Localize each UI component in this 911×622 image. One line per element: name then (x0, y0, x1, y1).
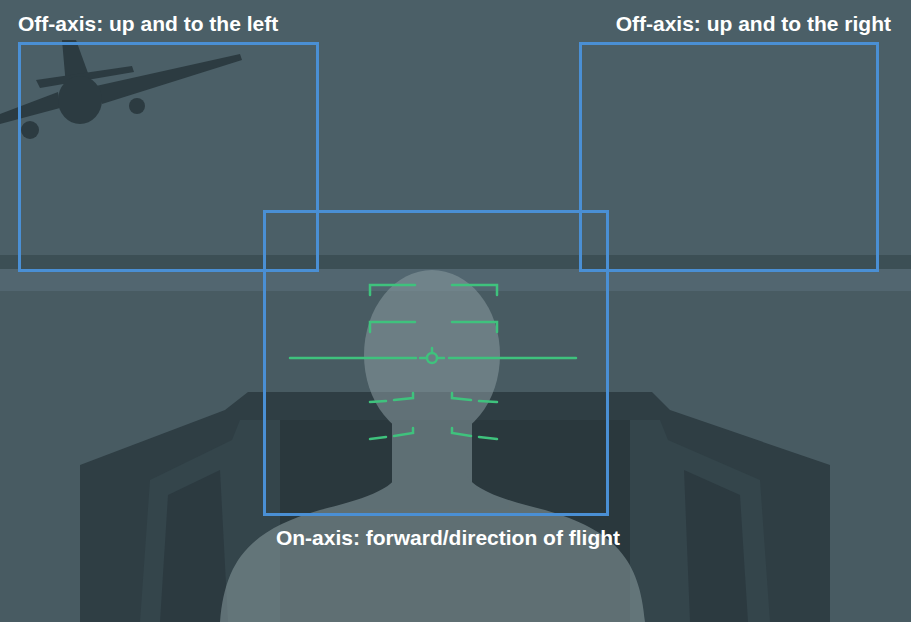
region-label: Off-axis: up and to the left (18, 12, 278, 36)
region-label: Off-axis: up and to the right (616, 12, 891, 36)
view-region-box: On-axis: forward/direction of flight (263, 210, 609, 516)
region-label: On-axis: forward/direction of flight (276, 526, 620, 550)
view-region-box: Off-axis: up and to the left (18, 42, 319, 272)
view-region-box: Off-axis: up and to the right (579, 42, 879, 272)
